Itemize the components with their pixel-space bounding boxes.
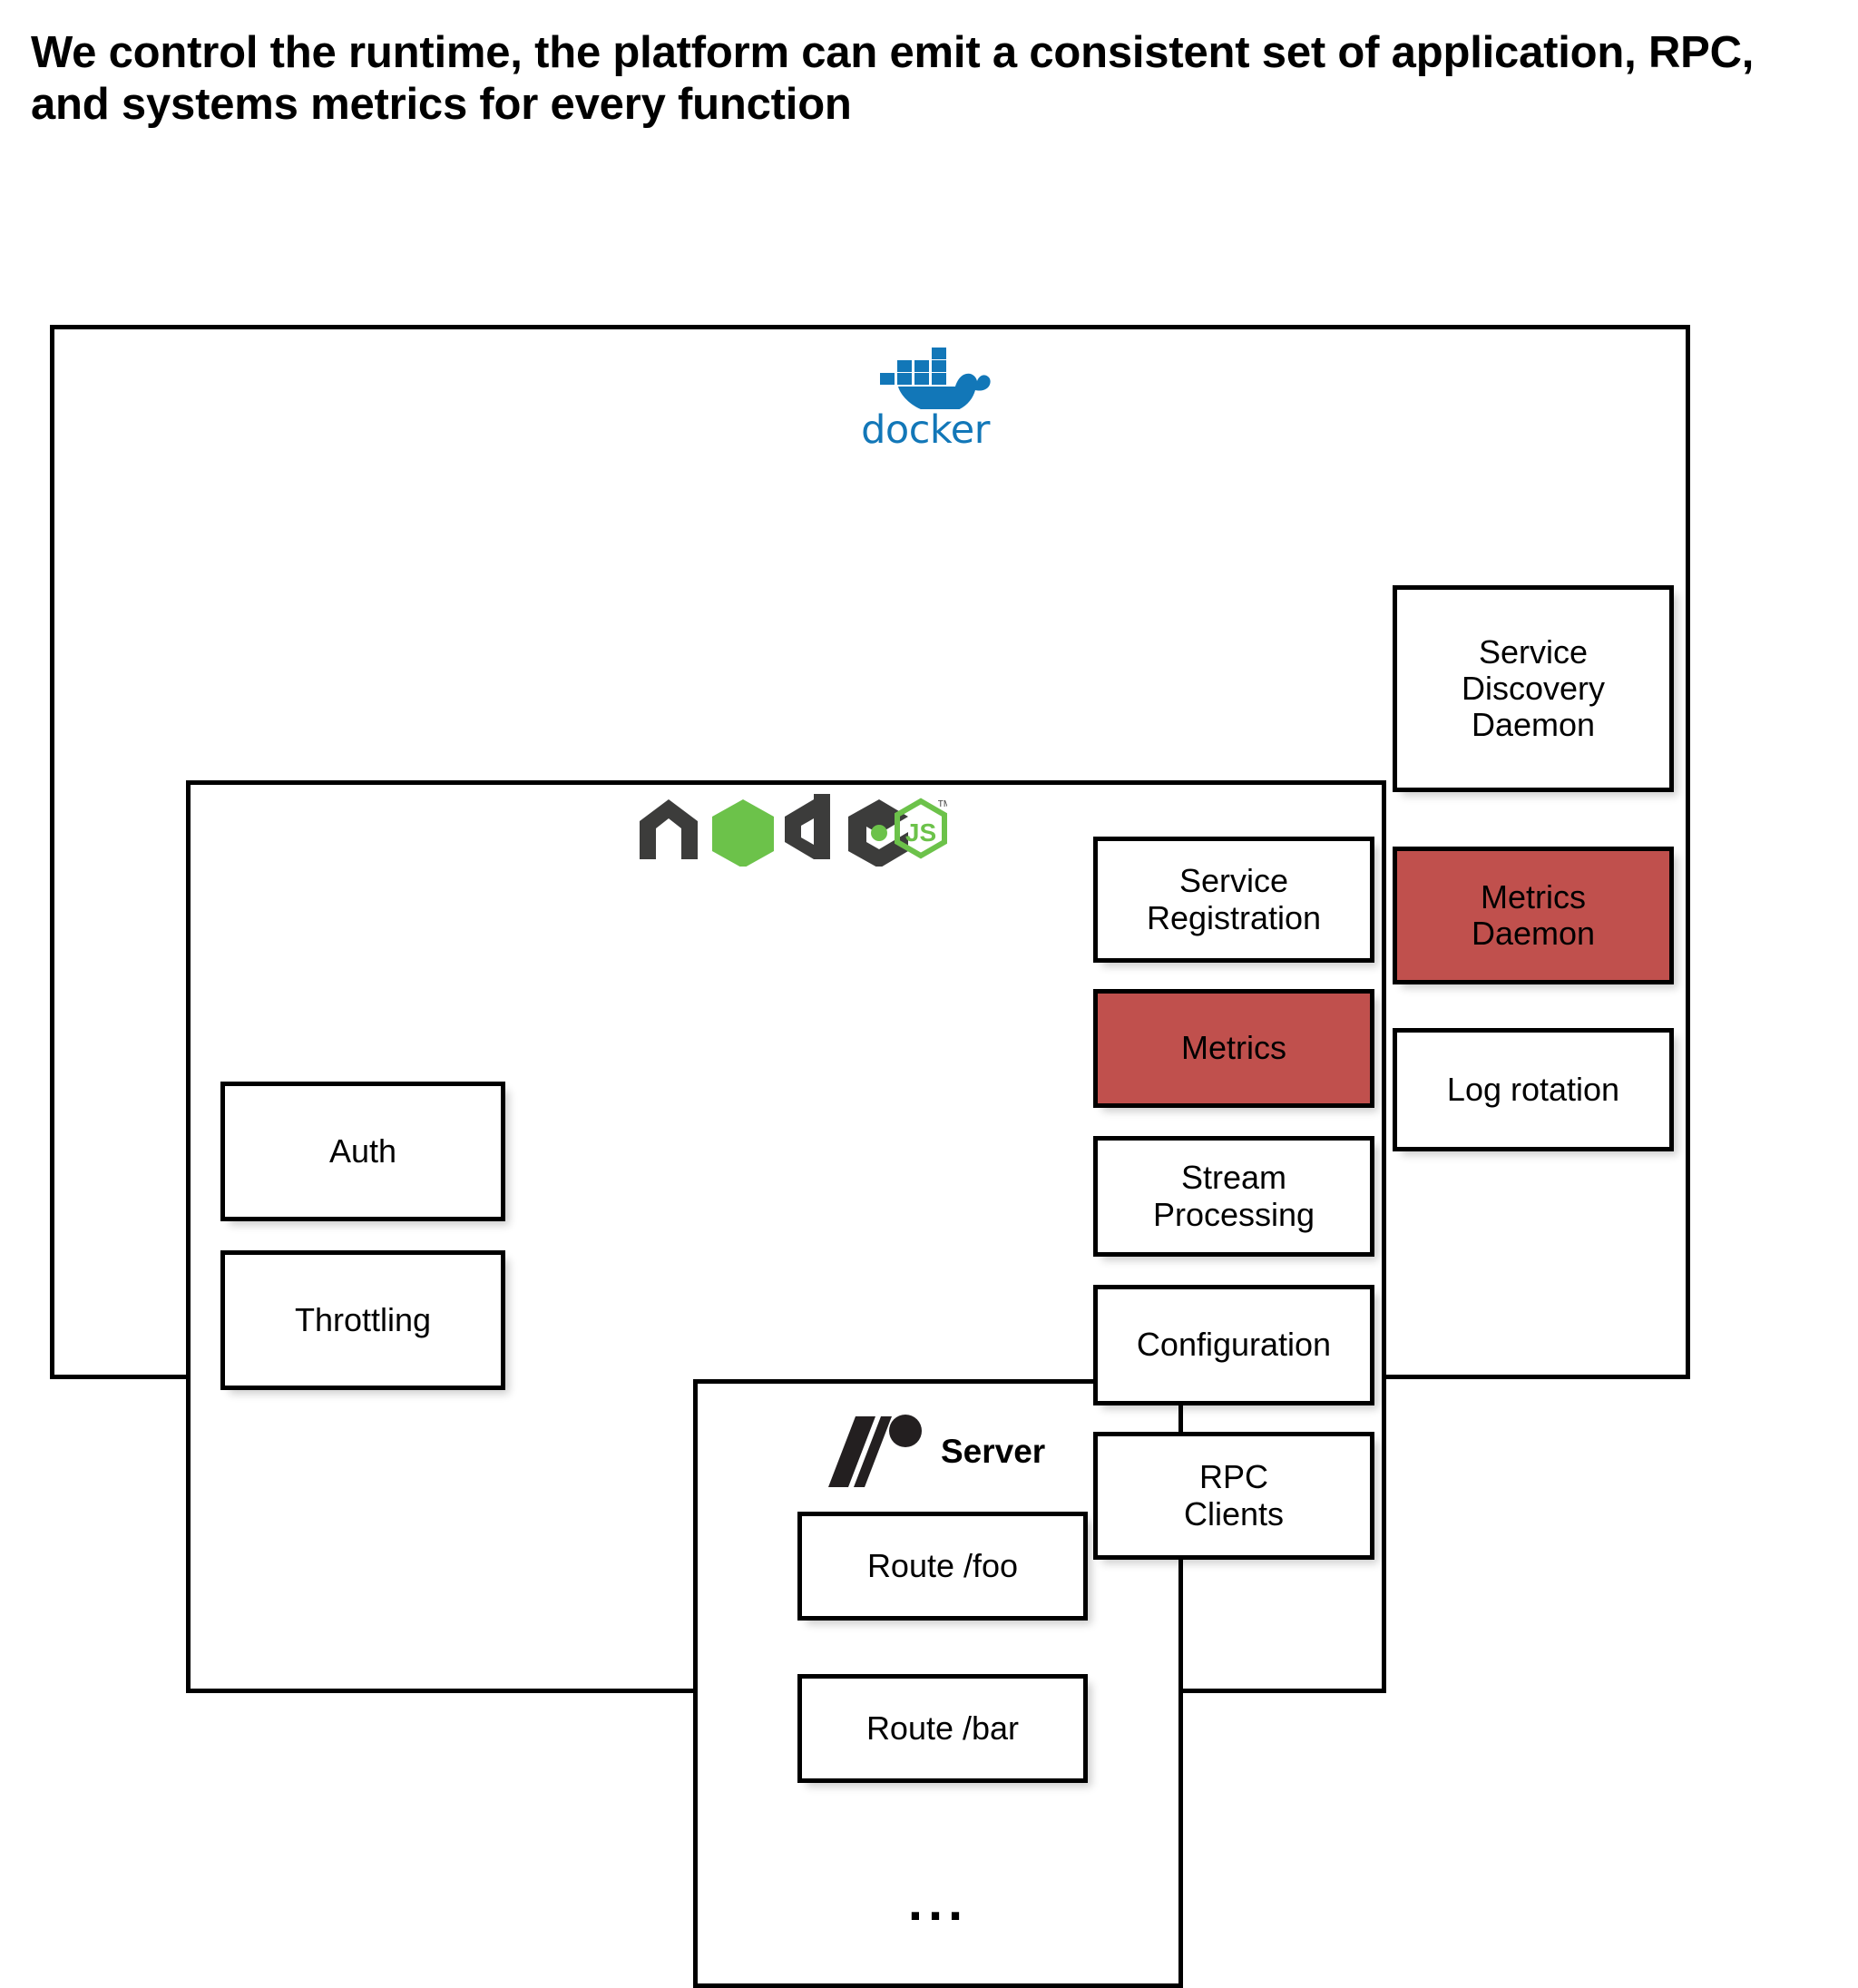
log-rotation-box[interactable]: Log rotation: [1393, 1028, 1674, 1151]
metrics-box[interactable]: Metrics: [1093, 989, 1374, 1108]
docker-container: docker JS TM: [50, 325, 1690, 1988]
route-foo-label: Route /foo: [866, 1546, 1019, 1584]
throttling-box[interactable]: Throttling: [220, 1250, 505, 1390]
docker-logo: docker: [830, 340, 1021, 453]
configuration-box[interactable]: Configuration: [1093, 1285, 1374, 1405]
rpc-clients-label: RPC Clients: [1183, 1458, 1285, 1533]
svg-text:JS: JS: [905, 818, 936, 847]
page-title: We control the runtime, the platform can…: [31, 28, 1755, 130]
metrics-daemon-label: Metrics Daemon: [1471, 877, 1596, 952]
routes-ellipsis: ...: [907, 1873, 969, 1932]
stream-processing-box[interactable]: Stream Processing: [1093, 1136, 1374, 1257]
server-label: Server: [941, 1433, 1046, 1470]
throttling-label: Throttling: [294, 1300, 432, 1338]
stream-processing-label: Stream Processing: [1152, 1159, 1315, 1233]
nodejs-logo: JS TM: [632, 794, 947, 867]
service-discovery-daemon-box[interactable]: Service Discovery Daemon: [1393, 585, 1674, 792]
configuration-label: Configuration: [1136, 1326, 1332, 1364]
metrics-daemon-box[interactable]: Metrics Daemon: [1393, 847, 1674, 984]
auth-label: Auth: [328, 1131, 397, 1170]
route-bar-box[interactable]: Route /bar: [797, 1674, 1088, 1783]
route-foo-box[interactable]: Route /foo: [797, 1512, 1088, 1621]
rpc-clients-box[interactable]: RPC Clients: [1093, 1432, 1374, 1560]
service-registration-label: Service Registration: [1146, 862, 1322, 936]
log-rotation-label: Log rotation: [1446, 1070, 1620, 1108]
auth-box[interactable]: Auth: [220, 1082, 505, 1221]
service-registration-box[interactable]: Service Registration: [1093, 837, 1374, 963]
svg-text:TM: TM: [938, 799, 947, 809]
restify-logo: [825, 1411, 934, 1493]
service-discovery-daemon-label: Service Discovery Daemon: [1461, 632, 1606, 744]
docker-wordmark: docker: [861, 407, 990, 453]
route-bar-label: Route /bar: [865, 1709, 1020, 1747]
node-container: JS TM Server Route /foo Route: [186, 780, 1386, 1988]
metrics-label: Metrics: [1181, 1029, 1286, 1067]
